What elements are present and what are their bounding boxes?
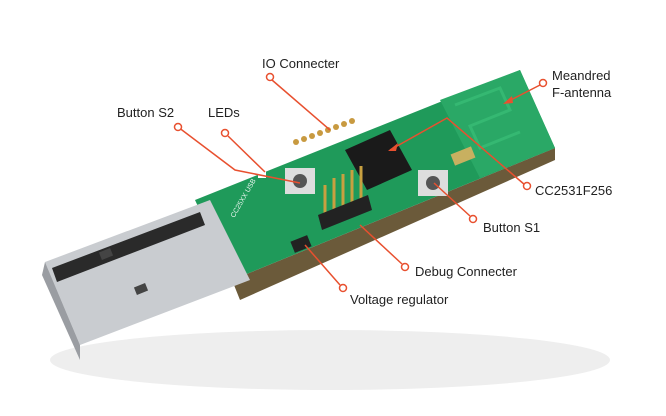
label-leds: LEDs	[208, 105, 240, 120]
antenna-arrowhead	[503, 96, 513, 104]
label-voltage-regulator: Voltage regulator	[350, 292, 449, 307]
label-button-s1: Button S1	[483, 220, 541, 235]
label-chip: CC2531F256	[535, 183, 613, 198]
label-antenna-line2: F-antenna	[552, 85, 612, 100]
crystal	[450, 146, 476, 166]
label-io-connector: IO Connecter	[262, 56, 340, 71]
shadow	[50, 330, 610, 390]
led	[258, 170, 266, 178]
callout-lines	[173, 72, 548, 293]
voltage-regulator	[290, 235, 312, 253]
label-debug-connector: Debug Connecter	[415, 264, 517, 279]
antenna-trace	[454, 86, 521, 150]
pcb-edge	[232, 148, 555, 300]
io-connector-pads	[293, 118, 355, 145]
usb-connector	[45, 200, 250, 345]
label-antenna-line1: Meandred	[552, 68, 611, 83]
chip-arrowhead	[388, 143, 398, 151]
label-button-s2: Button S2	[117, 105, 175, 120]
